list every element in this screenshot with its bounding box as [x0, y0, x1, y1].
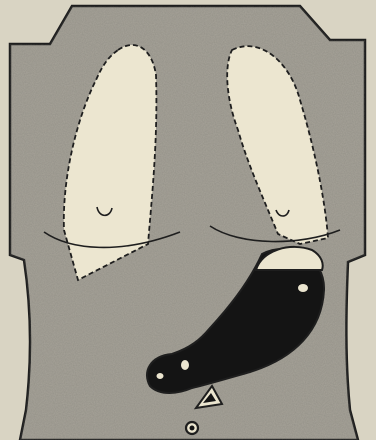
stomach-spot [157, 373, 164, 379]
navel-center [190, 426, 195, 431]
stomach-spot [181, 360, 189, 370]
stomach-spot [298, 284, 308, 292]
